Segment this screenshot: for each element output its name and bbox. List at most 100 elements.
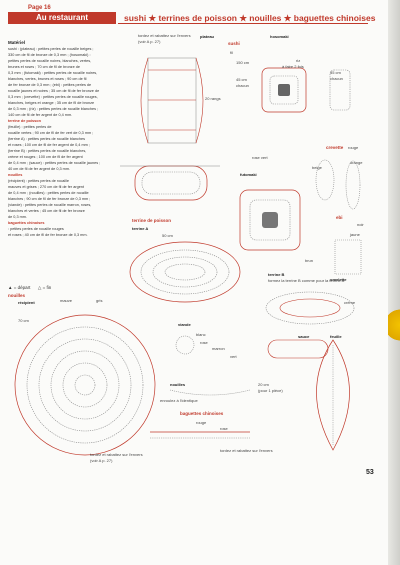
- materials-line: de 0,4 mm ; (nouilles) : petites perles …: [8, 191, 89, 195]
- materials-line: (viande) : petites perles de rocaille ma…: [8, 203, 92, 207]
- twist-note: tordez et rabattez sur l'envers: [220, 448, 273, 453]
- vert-label: vert: [230, 354, 237, 359]
- sushi-label: sushi: [228, 41, 240, 46]
- materials-line: 330 cm de fil de bronze de 0,3 mm ; (hos…: [8, 53, 91, 57]
- futomaki-label: futomaki: [240, 172, 257, 177]
- legend: ▲ = départ △ = fin: [8, 285, 51, 291]
- fil-label: fil: [230, 50, 233, 55]
- materials-line: blanches ; 90 cm de fil de fer bronze de…: [8, 197, 91, 201]
- terrine-materials-heading: terrine de poisson: [8, 119, 41, 123]
- ref-note: (voir A p. 27): [90, 458, 113, 463]
- blanc-label: blanc: [196, 332, 206, 337]
- mauve-label: mauve: [60, 298, 73, 303]
- plateau-label: plateau: [200, 34, 215, 39]
- feuille-label: feuille: [330, 334, 342, 339]
- wire-length-50: 50 cm: [162, 233, 173, 238]
- materials-line: 40 cm de fil de fer argent de 0,3 mm.: [8, 167, 71, 171]
- color-label: rose vert: [252, 155, 268, 160]
- twice-note: à faire 2 fois: [282, 64, 304, 69]
- jaune-label: jaune: [350, 232, 360, 237]
- terrine-b-label: terrine B: [268, 272, 285, 277]
- materials-line: et roses ; 100 cm de fil de fer argent d…: [8, 143, 90, 147]
- recipient-diagram: [14, 314, 156, 456]
- wire-length-150: 150 cm: [236, 60, 250, 65]
- rose-label: rose: [220, 426, 228, 431]
- viande-diagram: [169, 335, 251, 396]
- marron-label: marron: [212, 346, 225, 351]
- materials-line: blanches, vertes, brunes et roses ; 90 c…: [8, 77, 87, 81]
- materials-line: rocaille vertes ; 90 cm de fil de fer ve…: [8, 131, 94, 135]
- one-piece-note: (pour 1 pièce): [258, 388, 283, 393]
- page-reference: Page 16: [28, 5, 51, 11]
- materials-line: sushi : (plateau) : petites perles de ro…: [8, 47, 94, 51]
- terrine-b-note: formez la terrine B comme pour la terrin…: [268, 278, 345, 283]
- nouilles-heading: nouilles: [8, 293, 26, 298]
- legend-start: ▲ = départ: [8, 285, 31, 290]
- terrine-a-diagram: [129, 241, 241, 303]
- each-label: chacun: [236, 83, 249, 88]
- ebi-label: ebi: [336, 215, 343, 220]
- materials-line: (terrine B) : petites perles de rocaille…: [8, 149, 87, 153]
- hosomaki-diagram: [261, 67, 351, 113]
- hosomaki-label: hosomaki: [270, 34, 289, 39]
- materials-line: (récipient) : petites perles de rocaille: [8, 179, 69, 183]
- wire-length-20: 20 cm: [258, 382, 269, 387]
- decorative-leaf-icon: [388, 300, 400, 350]
- nouilles-materials-heading: nouilles: [8, 173, 23, 177]
- materials-line: blanches, beiges et orange ; 35 cm de fi…: [8, 101, 95, 105]
- terrine-b-diagram: [265, 291, 355, 325]
- materials-line: de 0,3 mm ; (riz) : petites perles de ro…: [8, 107, 99, 111]
- materials-line: (terrine A) : petites perles de rocaille…: [8, 137, 86, 141]
- materials-line: brunes et roses ; 70 cm de fil de bronze…: [8, 65, 80, 69]
- twist-note: tordez et rabattez sur l'envers: [90, 452, 143, 457]
- gris-label: gris: [96, 298, 103, 303]
- plateau-diagram: [140, 57, 204, 144]
- crevette-diagram: [315, 159, 362, 275]
- materials-line: blanches et vertes ; 45 cm de fil de fer…: [8, 209, 85, 213]
- ref-note: (voir A p. 27): [138, 39, 161, 44]
- materials-line: de fer bronze de 0,3 mm ; (ebi) : petite…: [8, 83, 92, 87]
- viande-label: viande: [178, 322, 191, 327]
- omelette-label: omelette: [330, 277, 347, 282]
- materials-line: de 0,4 mm ; (sauce) : petites perles de …: [8, 161, 101, 165]
- sauce-diagram: [267, 339, 329, 359]
- materials-list: Matériel sushi : (plateau) : petites per…: [8, 40, 128, 238]
- baguettes-materials-heading: baguettes chinoises: [8, 221, 45, 225]
- feuille-diagram: [316, 339, 350, 451]
- wrap-note: enroulez à l'identique: [160, 398, 198, 403]
- page-number: 53: [366, 469, 374, 476]
- orange-label: orange: [350, 160, 363, 165]
- materials-line: rocaille jaunes et noires ; 35 cm de fil…: [8, 89, 100, 93]
- rows-label: 20 rangs: [205, 96, 221, 101]
- beige-label: beige: [312, 165, 322, 170]
- materials-line: et roses ; 40 cm de fil de fer bronze de…: [8, 233, 88, 237]
- materials-line: 0,3 mm ; (crevette) : petites perles de …: [8, 95, 98, 99]
- wire-length-70: 70 cm: [18, 318, 29, 323]
- legend-end: △ = fin: [37, 285, 52, 290]
- materials-heading: Matériel: [8, 40, 26, 45]
- recipient-label: récipient: [18, 300, 35, 305]
- sushi-rice-diagram: [120, 165, 220, 201]
- terrine-a-label: terrine A: [132, 226, 149, 231]
- terrine-heading: terrine de poisson: [132, 218, 172, 223]
- nouilles-label: nouilles: [170, 382, 186, 387]
- materials-line: (feuille) : petites perles de: [8, 125, 52, 129]
- twist-note: tordez et rabattez sur l'envers: [138, 33, 191, 38]
- rouge-label: rouge: [196, 420, 207, 425]
- topic-heading: sushi ★ terrines de poisson ★ nouilles ★…: [124, 13, 376, 23]
- baguettes-label: baguettes chinoises: [180, 411, 224, 416]
- each-label: chacun: [330, 76, 343, 81]
- baguettes-diagram: [150, 431, 250, 439]
- noir-label: noir: [357, 222, 364, 227]
- creme-label: crème: [344, 300, 356, 305]
- page-title: Au restaurant: [36, 13, 89, 22]
- materials-line: de 0,3 mm.: [8, 215, 27, 219]
- materials-line: crème et rouges ; 100 cm de fil de fer a…: [8, 155, 83, 159]
- rose-label: rose: [200, 340, 208, 345]
- page-binding-shadow: [388, 0, 400, 565]
- materials-line: : petites perles de rocaille rouges: [8, 227, 64, 231]
- futomaki-diagram: [239, 189, 301, 251]
- title-banner: [8, 12, 116, 24]
